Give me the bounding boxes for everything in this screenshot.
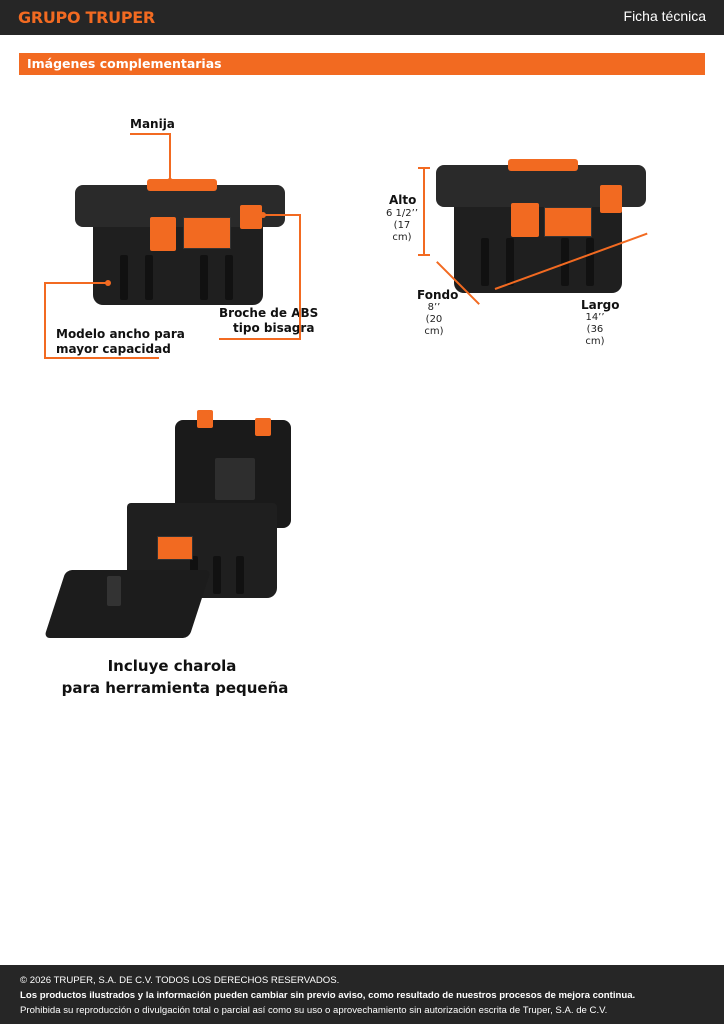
length-inches: 14’’ (585, 312, 605, 323)
callout-line (44, 282, 109, 284)
brand-logo: GRUPO TRUPER (18, 8, 155, 27)
callout-line (219, 338, 301, 340)
document-type: Ficha técnica (623, 8, 706, 24)
callout-dot (167, 178, 173, 184)
toolbox-closed-image (75, 175, 285, 315)
header-bar: GRUPO TRUPER Ficha técnica (0, 0, 724, 35)
callout-line (299, 214, 301, 340)
callout-dot (105, 280, 111, 286)
footer-copyright: © 2026 TRUPER, S.A. DE C.V. TODOS LOS DE… (20, 975, 340, 986)
depth-inches: 8’’ (427, 302, 441, 313)
callout-line (169, 133, 171, 181)
wide-model-label-line2: mayor capacidad (56, 342, 171, 356)
dimension-tick (418, 254, 430, 256)
section-header: Imágenes complementarias (19, 53, 705, 75)
height-centimeters: (17 cm) (392, 220, 412, 243)
latch-label-line2: tipo bisagra (233, 321, 315, 335)
height-dimension-line (423, 167, 425, 255)
tray-caption-line2: para herramienta pequeña (61, 679, 289, 697)
depth-centimeters: (20 cm) (424, 314, 444, 337)
height-inches: 6 1/2’’ (386, 208, 418, 219)
length-centimeters: (36 cm) (585, 324, 605, 347)
depth-label: Fondo (417, 288, 459, 302)
callout-line (44, 282, 46, 359)
wide-model-label-line1: Modelo ancho para (56, 327, 185, 341)
height-label: Alto (389, 193, 417, 207)
toolbox-dimensions-image (436, 153, 646, 298)
dimension-tick (418, 167, 430, 169)
latch-label-line1: Broche de ABS (219, 306, 319, 320)
tray-caption-line1: Incluye charola (107, 657, 237, 675)
length-label: Largo (581, 298, 620, 312)
callout-line (264, 214, 300, 216)
callout-line (130, 133, 170, 135)
handle-label: Manija (130, 117, 175, 131)
section-title: Imágenes complementarias (27, 56, 222, 71)
footer-notice: Los productos ilustrados y la informació… (20, 990, 636, 1001)
footer: © 2026 TRUPER, S.A. DE C.V. TODOS LOS DE… (0, 965, 724, 1024)
callout-line (44, 357, 159, 359)
toolbox-open-image (43, 408, 300, 643)
footer-prohibition: Prohibida su reproducción o divulgación … (20, 1005, 608, 1016)
callout-dot (260, 212, 266, 218)
